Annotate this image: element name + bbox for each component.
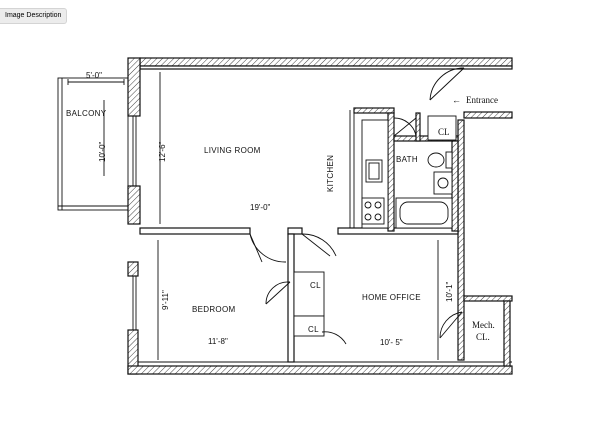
label-entry-closet: CL <box>438 127 450 137</box>
exterior-wall-bottom <box>127 365 513 375</box>
entry-door-swing <box>429 67 465 101</box>
closet-box-bottom <box>293 315 325 337</box>
dim-balcony-depth: 10'-0" <box>98 141 107 162</box>
closet-box-top <box>293 271 325 317</box>
bathtub <box>395 197 453 229</box>
exterior-wall-right <box>457 119 465 361</box>
image-description-tab[interactable]: Image Description <box>0 8 68 24</box>
label-bedroom: BEDROOM <box>192 305 235 314</box>
mech-closet-wall-top <box>463 295 513 302</box>
label-living-room: LIVING ROOM <box>204 146 261 155</box>
exterior-wall-top <box>139 57 513 67</box>
exterior-wall-left-mid <box>127 185 141 225</box>
dim-bedroom-width: 11'-8" <box>208 337 228 346</box>
kitchen-range <box>361 197 385 225</box>
kitchen-sink <box>365 159 383 183</box>
balcony-outline <box>57 77 129 211</box>
kitchen-wall-right <box>387 112 395 232</box>
label-balcony: BALCONY <box>66 109 107 118</box>
toilet <box>427 152 445 168</box>
label-closet-top: CL <box>310 281 321 290</box>
bath-wall-right <box>451 140 459 232</box>
label-kitchen: KITCHEN <box>326 155 335 192</box>
dim-bedroom-depth: 9'-11" <box>161 290 170 310</box>
label-home-office: HOME OFFICE <box>362 293 421 302</box>
dim-balcony-width: 5'-0" <box>86 71 102 80</box>
wall-bedroom-office <box>287 233 295 363</box>
label-mech-closet-1: Mech. <box>472 320 495 330</box>
dim-living-width: 19'-0" <box>250 203 271 212</box>
dim-office-width: 10'- 5" <box>380 338 403 347</box>
label-bath: BATH <box>396 155 418 164</box>
kitchen-wall-top <box>353 107 395 114</box>
label-closet-bottom: CL <box>308 325 319 334</box>
mech-closet-wall-right <box>503 300 511 367</box>
dim-office-depth: 10'-1" <box>445 281 454 302</box>
dim-living-depth: 12'-6" <box>158 141 167 162</box>
wall-living-bedroom <box>139 227 251 235</box>
bath-vanity <box>433 171 453 195</box>
exterior-wall-left-upper <box>127 57 141 117</box>
door-swing-bedroom <box>249 233 287 263</box>
corridor-wall <box>463 111 513 119</box>
entrance-arrow: ← <box>452 95 461 105</box>
door-swing-mech <box>439 311 463 339</box>
label-mech-closet-2: CL. <box>476 332 490 342</box>
wall-living-office <box>337 227 459 235</box>
entry-closet <box>427 115 457 141</box>
exterior-wall-left-bedroom-1 <box>127 261 139 277</box>
label-entrance: Entrance <box>466 95 498 105</box>
bath-wall-top <box>393 135 459 142</box>
door-swing-office <box>301 233 337 257</box>
